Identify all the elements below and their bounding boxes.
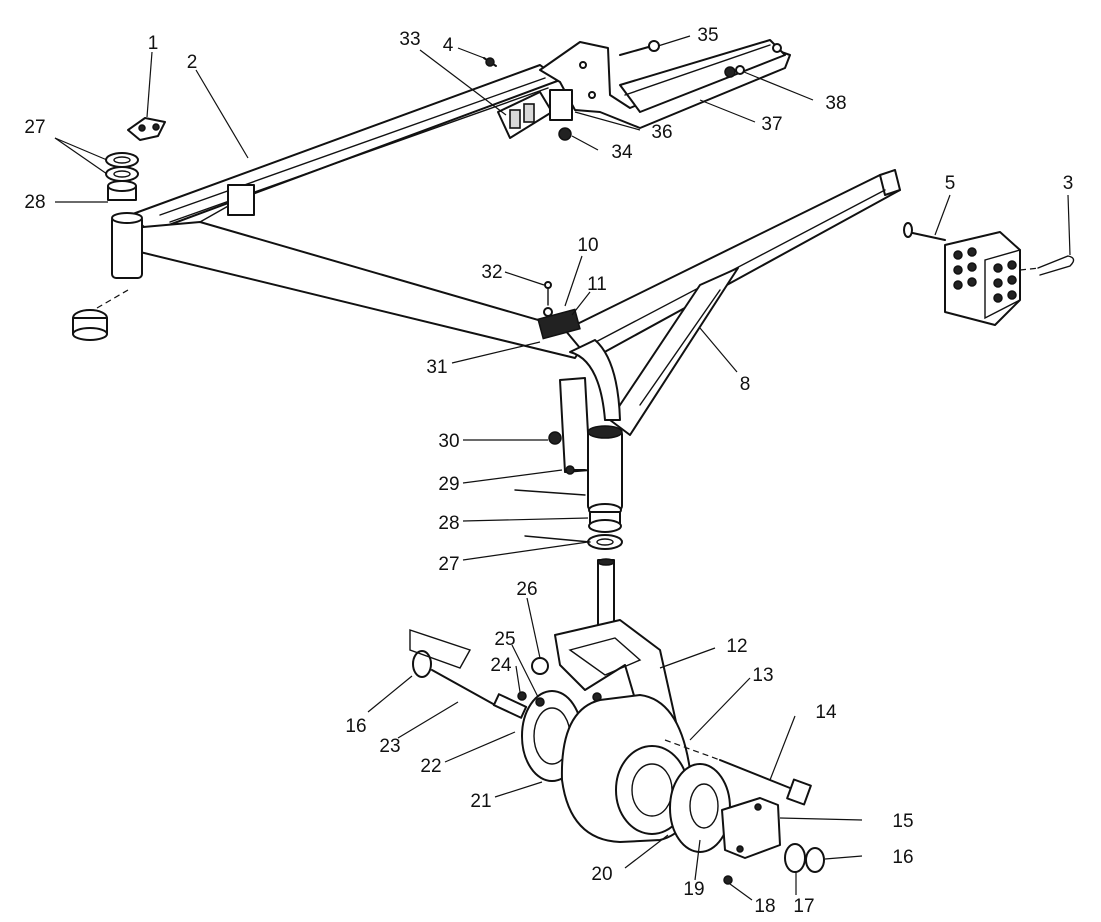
callout-21: 21 <box>470 791 491 812</box>
callout-16-left: 16 <box>345 716 366 737</box>
washer-24 <box>517 691 527 701</box>
washer-left-upper <box>105 152 139 168</box>
callout-35: 35 <box>697 25 718 46</box>
washer-left-axle <box>412 650 432 678</box>
callout-24: 24 <box>490 655 512 676</box>
callout-2: 2 <box>187 52 198 73</box>
callout-22: 22 <box>420 756 441 777</box>
left-spindle-tube <box>111 215 143 279</box>
callout-28-top: 28 <box>24 192 45 213</box>
bumper-plate <box>549 89 573 121</box>
callout-30: 30 <box>438 431 459 452</box>
leader-lines <box>54 35 1071 901</box>
callout-12: 12 <box>726 636 747 657</box>
callout-13: 13 <box>752 665 773 686</box>
nut-25 <box>535 697 545 707</box>
hitch-bracket <box>539 41 791 129</box>
hitch-nut <box>558 127 572 141</box>
callout-29: 29 <box>438 474 459 495</box>
right-spindle-tube <box>587 429 623 511</box>
callout-33: 33 <box>399 29 420 50</box>
callout-34: 34 <box>611 142 633 163</box>
frame-center-bend <box>569 339 621 421</box>
callout-27-top: 27 <box>24 117 45 138</box>
callout-28-bottom: 28 <box>438 513 459 534</box>
frame-left-arm <box>131 221 591 359</box>
callout-1: 1 <box>148 33 159 54</box>
grease-fitting-clip <box>127 117 166 141</box>
callout-27-bottom: 27 <box>438 554 459 575</box>
callout-labels: 1 2 3 4 5 8 10 11 12 13 14 15 16 16 17 1… <box>24 25 1073 917</box>
hitch-assembly <box>483 39 791 141</box>
callout-25: 25 <box>494 629 515 650</box>
washer-right <box>587 534 623 550</box>
hitch-locknut <box>724 66 736 78</box>
frame-bracket-plate <box>559 377 591 473</box>
center-screw <box>544 281 552 289</box>
rim-half <box>669 763 731 853</box>
grease-fitting <box>723 875 733 885</box>
callout-11: 11 <box>587 274 607 295</box>
callout-20: 20 <box>591 864 612 885</box>
center-nut <box>548 431 562 445</box>
cotter-pin <box>1037 255 1075 276</box>
callout-17: 17 <box>793 896 814 917</box>
axle-sleeve <box>784 843 806 873</box>
callout-23: 23 <box>379 736 400 757</box>
callout-26: 26 <box>516 579 537 600</box>
hitch-bolt <box>619 45 653 56</box>
callout-36: 36 <box>651 122 672 143</box>
callout-19: 19 <box>683 879 704 900</box>
callout-3: 3 <box>1063 173 1074 194</box>
callout-31: 31 <box>426 357 447 378</box>
bearing-flange <box>721 797 781 859</box>
left-axle <box>431 669 496 706</box>
callout-5: 5 <box>945 173 956 194</box>
callout-32: 32 <box>481 262 502 283</box>
wheel-assembly <box>409 629 825 885</box>
axle-bolt <box>719 759 796 791</box>
center-small-parts <box>514 281 586 496</box>
axle-spacer <box>492 693 528 719</box>
washer-right-axle <box>805 847 825 873</box>
frame-gusset <box>227 184 255 216</box>
clevis-pin <box>907 231 946 241</box>
hitch-plate <box>619 39 786 113</box>
callout-14: 14 <box>815 702 837 723</box>
callout-16-right: 16 <box>892 847 913 868</box>
main-frame <box>111 64 901 511</box>
callout-15: 15 <box>892 811 913 832</box>
callout-8: 8 <box>740 374 751 395</box>
callout-4: 4 <box>443 35 454 56</box>
callout-10: 10 <box>577 235 598 256</box>
washer-left-lower <box>105 166 139 182</box>
nut-26 <box>531 657 549 675</box>
end-plate-group <box>903 222 1075 326</box>
callout-38: 38 <box>825 93 846 114</box>
callout-37: 37 <box>761 114 782 135</box>
callout-18: 18 <box>754 896 775 917</box>
